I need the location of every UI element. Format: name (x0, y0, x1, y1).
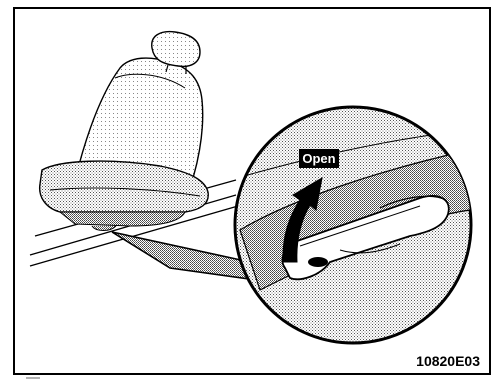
open-label-box (299, 149, 339, 168)
figure-code: 10820E03 (416, 353, 480, 369)
headrest (151, 30, 201, 68)
seat-cushion (38, 160, 209, 213)
open-label: Open (302, 151, 335, 166)
open-direction-arrow (282, 177, 323, 263)
seat-base (58, 211, 186, 227)
